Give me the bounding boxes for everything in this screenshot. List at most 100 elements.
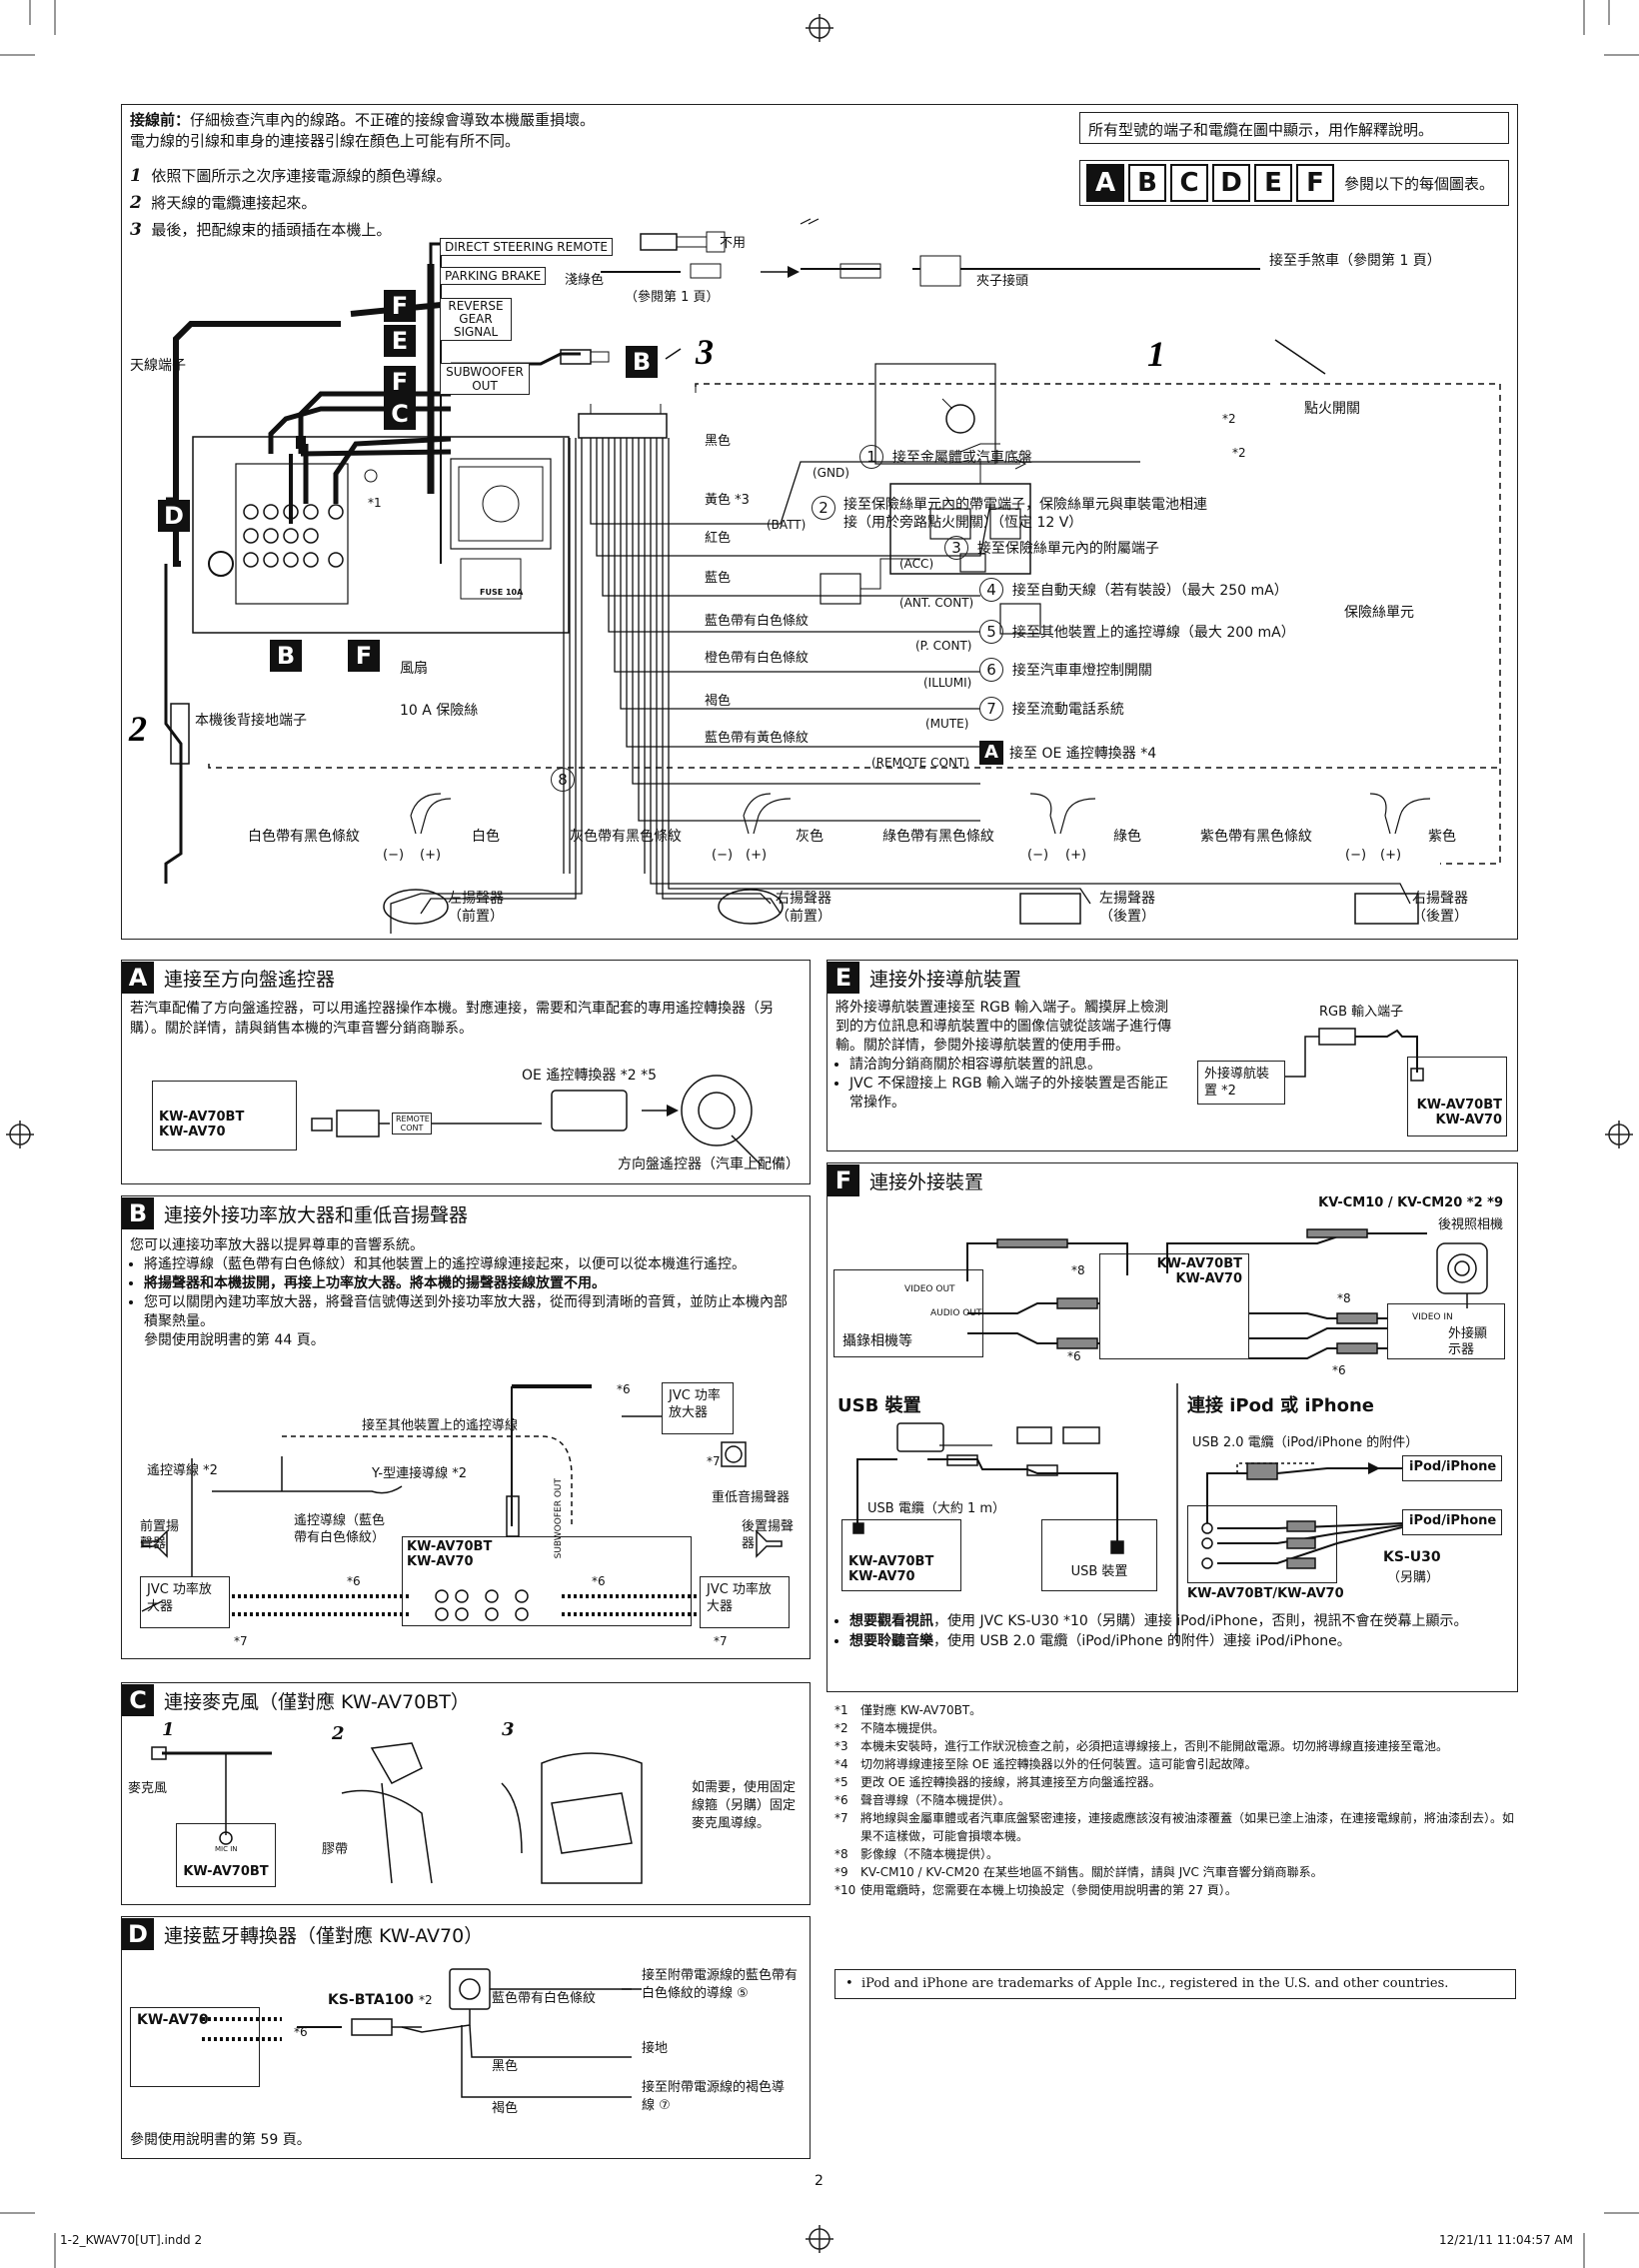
section-f-ipod-title: 連接 iPod 或 iPhone xyxy=(1187,1395,1374,1416)
section-d-star6: *6 xyxy=(294,2025,308,2039)
reverse-label: REVERSE GEAR SIGNAL xyxy=(440,298,512,341)
section-c-mic: 麥克風 xyxy=(128,1781,168,1796)
section-b-unit: KW-AV70BT KW-AV70 xyxy=(402,1536,692,1626)
section-e-drawing xyxy=(1285,1028,1424,1082)
number-3: 3 xyxy=(695,332,714,372)
star2-b: *2 xyxy=(1232,446,1246,460)
wire-color-8: 藍色帶有黃色條紋 xyxy=(705,731,810,746)
spk3-pos: 綠色 xyxy=(1113,829,1141,845)
ground-terminal-label: 本機後背接地端子 xyxy=(195,713,307,729)
spk4-neg: 紫色帶有黑色條紋 xyxy=(1200,829,1312,845)
footer-right: 12/21/11 11:04:57 AM xyxy=(1439,2233,1573,2247)
section-f-ipod-drawing xyxy=(1201,1462,1403,1569)
clip-connector-label: 夾子接頭 xyxy=(976,274,1029,289)
wire-color-5: 藍色帶有白色條紋 xyxy=(705,614,810,629)
wire-color-2: 黃色 *3 xyxy=(705,493,750,508)
marker-f-1: F xyxy=(384,290,416,322)
section-c-step-2: 2 xyxy=(332,1723,345,1744)
step-1: 1 依照下圖所示之次序連接電源線的顏色導線。 xyxy=(130,166,452,186)
intro-bold: 接線前： xyxy=(130,111,191,129)
section-c-step-3: 3 xyxy=(502,1719,515,1740)
section-b-bullet-2: 將揚聲器和本機拔開，再接上功率放大器。將本機的揚聲器接線放置不用。 xyxy=(144,1274,800,1293)
section-b-star7-a: *7 xyxy=(707,1454,721,1468)
section-d-header: D 連接藍牙轉換器（僅對應 KW-AV70） xyxy=(122,1917,483,1951)
section-b-bullet-1: 將遙控導線（藍色帶有白色條紋）和其他裝置上的遙控導線連接起來，以便可以從本機進行… xyxy=(144,1255,800,1274)
step-2: 2 將天線的電纜連接起來。 xyxy=(130,193,317,213)
section-b-y-conn: Y-型連接導線 *2 xyxy=(372,1466,467,1481)
spk2-pos: 灰色 xyxy=(796,829,823,845)
legend-c: C xyxy=(1170,164,1208,202)
section-b-letter: B xyxy=(122,1197,154,1229)
section-f-display-box: VIDEO IN 外接顯示器 xyxy=(1387,1303,1505,1359)
section-b-body: 您可以連接功率放大器以提昇尊車的音響系統。 將遙控導線（藍色帶有白色條紋）和其他… xyxy=(130,1236,800,1350)
section-b-bullet-3: 您可以關閉內建功率放大器，將聲音信號傳送到外接功率放大器，從而得到清晰的音質，並… xyxy=(144,1293,800,1331)
section-f-drawing xyxy=(966,1228,1488,1643)
model-note: 所有型號的端子和電纜在圖中顯示，用作解釋說明。 xyxy=(1079,112,1509,144)
section-b-remote-wire: 遙控導線 *2 xyxy=(147,1463,218,1478)
section-c-tape: 膠帶 xyxy=(322,1842,349,1857)
section-b: B 連接外接功率放大器和重低音揚聲器 您可以連接功率放大器以提昇尊車的音響系統。… xyxy=(121,1195,811,1659)
spk3-plus: (+) xyxy=(1065,848,1087,863)
antenna-label: 天線端子 xyxy=(130,358,186,374)
light-green-label: 淺綠色 xyxy=(565,273,605,288)
footer-left: 1-2_KWAV70[UT].indd 2 xyxy=(60,2233,203,2247)
section-f-unit: KW-AV70BT KW-AV70 xyxy=(1099,1253,1249,1359)
section-b-remote-blue: 遙控導線（藍色帶有白色條紋） xyxy=(294,1513,386,1545)
legend-b: B xyxy=(1128,164,1166,202)
section-e-title: 連接外接導航裝置 xyxy=(869,968,1022,991)
wire-sig-4: (ANT. CONT) xyxy=(899,596,974,610)
section-c-step-1: 1 xyxy=(162,1719,175,1740)
marker-e-1: E xyxy=(384,325,416,357)
section-c-letter: C xyxy=(122,1684,154,1716)
section-d-wire1-desc: 接至附帶電源線的藍色帶有白色條紋的導線 ⑤ xyxy=(642,1968,799,2001)
legend-d: D xyxy=(1212,164,1250,202)
spk3-name: 左揚聲器（後置） xyxy=(1099,891,1155,925)
spk4-minus: (−) xyxy=(1345,848,1367,863)
steps-list: 1 依照下圖所示之次序連接電源線的顏色導線。 2 將天線的電纜連接起來。 3 最… xyxy=(130,163,451,244)
marker-d-1: D xyxy=(158,500,190,532)
star2-a: *2 xyxy=(1222,412,1236,426)
section-b-star6-b: *6 xyxy=(592,1574,606,1588)
wiring-diagram: 3 1 2 xyxy=(128,218,1501,934)
section-f-camera-box: VIDEO OUT AUDIO OUT 攝錄相機等 xyxy=(833,1269,983,1357)
section-e-bullet-2: JVC 不保證接上 RGB 輸入端子的外接裝置是否能正常操作。 xyxy=(849,1075,1180,1113)
section-a-drawing xyxy=(311,1075,763,1166)
intro-rest: 仔細檢查汽車內的線路。不正確的接線會導致本機嚴重損壞。 xyxy=(190,111,596,129)
spk2-minus: (−) xyxy=(712,848,734,863)
wire-row-7: 7 接至流動電話系統 xyxy=(979,697,1124,721)
section-f-cam-model: KV-CM10 / KV-CM20 *2 *9 xyxy=(1318,1195,1503,1210)
wire-color-3: 紅色 xyxy=(705,531,732,546)
spk2-plus: (+) xyxy=(746,848,768,863)
spk4-pos: 紫色 xyxy=(1428,829,1456,845)
section-d-letter: D xyxy=(122,1918,154,1950)
section-e-header: E 連接外接導航裝置 xyxy=(827,961,1021,995)
fuse10-label: 10 A 保險絲 xyxy=(400,703,479,719)
wire-color-6: 橙色帶有白色條紋 xyxy=(705,651,810,666)
parking-brake-label: PARKING BRAKE xyxy=(440,267,547,285)
section-a-steering: 方向盤遙控器（汽車上配備） xyxy=(618,1156,800,1172)
section-c-mic-in: MIC IN xyxy=(215,1845,238,1853)
spk4-name: 右揚聲器（後置） xyxy=(1412,891,1468,925)
section-f-letter: F xyxy=(827,1164,859,1196)
spk1-plus: (+) xyxy=(420,848,442,863)
legend-f: F xyxy=(1296,164,1334,202)
unused-label: 不用 xyxy=(720,236,747,251)
wire-row-5: 5 接至其他裝置上的遙控導線（最大 200 mA） xyxy=(979,620,1295,644)
wire-sig-3: (ACC) xyxy=(899,557,934,571)
section-f: F 連接外接裝置 KV-CM10 / KV-CM20 *2 *9 後視照相機 V… xyxy=(826,1162,1518,1692)
spk1-pos: 白色 xyxy=(472,829,500,845)
wire-row-1: 1 接至金屬體或汽車底盤 xyxy=(859,445,1032,469)
spk1-name: 左揚聲器（前置） xyxy=(448,891,504,925)
wire-sig-2: (BATT) xyxy=(767,518,807,532)
section-f-ks-u30: KS-U30 xyxy=(1383,1549,1441,1565)
section-f-ipod-1: iPod/iPhone xyxy=(1402,1455,1502,1481)
section-f-bullet-1: 想要觀看視訊，使用 JVC KS-U30 *10（另購）連接 iPod/iPho… xyxy=(849,1611,1511,1631)
